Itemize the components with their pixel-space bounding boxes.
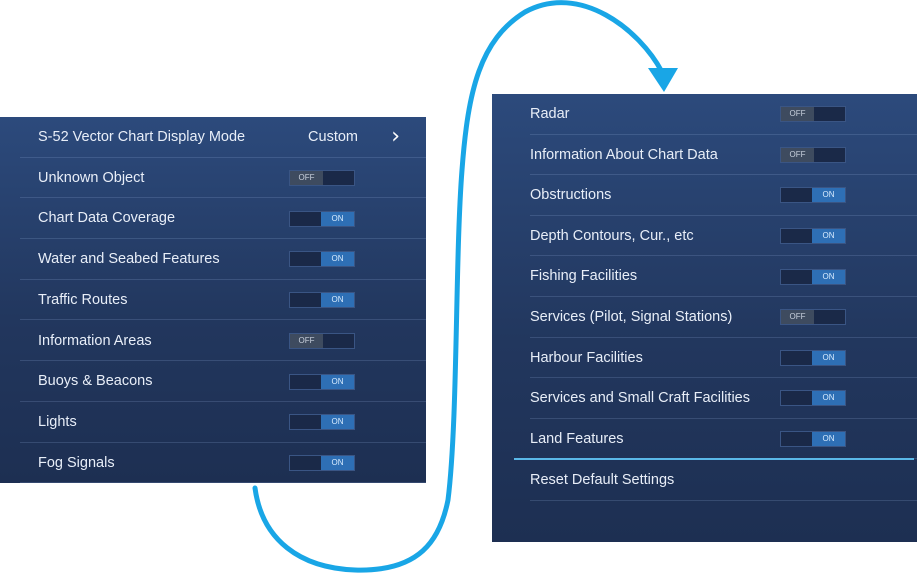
toggle-state-label: ON: [321, 211, 354, 226]
reset-default-settings-button[interactable]: Reset Default Settings: [530, 460, 917, 501]
toggle-state-label: ON: [812, 350, 845, 365]
toggle-switch[interactable]: OFF: [289, 332, 355, 349]
setting-row-traffic-routes[interactable]: Traffic Routes ON: [20, 280, 426, 321]
toggle-switch[interactable]: OFF: [289, 170, 355, 187]
setting-label: Depth Contours, Cur., etc: [530, 227, 694, 244]
toggle-state-label: ON: [321, 374, 354, 389]
toggle-switch[interactable]: ON: [780, 187, 846, 204]
setting-row-water-and-seabed-features[interactable]: Water and Seabed Features ON: [20, 239, 426, 280]
setting-label: Water and Seabed Features: [38, 251, 220, 268]
setting-label: Traffic Routes: [38, 291, 128, 308]
toggle-state-label: ON: [321, 455, 354, 470]
setting-row-services-pilot-signal-stations[interactable]: Services (Pilot, Signal Stations) OFF: [530, 297, 917, 338]
toggle-state-label: OFF: [290, 171, 323, 186]
setting-row-chart-data-coverage[interactable]: Chart Data Coverage ON: [20, 198, 426, 240]
setting-value: Custom: [308, 129, 358, 145]
setting-label: Fog Signals: [38, 454, 115, 471]
setting-label: Land Features: [530, 430, 624, 447]
setting-label: S-52 Vector Chart Display Mode: [38, 129, 246, 145]
toggle-switch[interactable]: ON: [289, 251, 355, 268]
toggle-switch[interactable]: ON: [289, 210, 355, 227]
setting-label: Chart Data Coverage: [38, 210, 176, 227]
toggle-switch[interactable]: OFF: [780, 146, 846, 163]
toggle-state-label: OFF: [781, 107, 814, 122]
toggle-switch[interactable]: ON: [780, 349, 846, 366]
setting-row-fishing-facilities[interactable]: Fishing Facilities ON: [530, 256, 917, 297]
chevron-right-icon[interactable]: ›: [391, 124, 400, 149]
setting-row-obstructions[interactable]: Obstructions ON: [530, 175, 917, 216]
toggle-state-label: ON: [321, 415, 354, 430]
toggle-switch[interactable]: ON: [289, 454, 355, 471]
toggle-state-label: OFF: [781, 147, 814, 162]
setting-row-land-features[interactable]: Land Features ON: [530, 419, 917, 460]
toggle-switch[interactable]: ON: [289, 292, 355, 309]
toggle-state-label: ON: [812, 229, 845, 244]
setting-row-radar[interactable]: Radar OFF: [530, 94, 917, 135]
toggle-switch[interactable]: OFF: [780, 106, 846, 123]
setting-row-information-areas[interactable]: Information Areas OFF: [20, 321, 426, 362]
setting-label: Radar: [530, 106, 570, 122]
selection-accent-line: [514, 458, 914, 461]
toggle-state-label: ON: [321, 293, 354, 308]
setting-label: Obstructions: [530, 187, 612, 204]
reset-label: Reset Default Settings: [530, 472, 675, 489]
toggle-switch[interactable]: ON: [780, 390, 846, 407]
setting-row-harbour-facilities[interactable]: Harbour Facilities ON: [530, 338, 917, 379]
setting-label: Lights: [38, 413, 77, 430]
toggle-switch[interactable]: ON: [289, 414, 355, 431]
setting-label: Services and Small Craft Facilities: [530, 390, 750, 407]
toggle-state-label: OFF: [290, 333, 323, 348]
toggle-state-label: OFF: [781, 310, 814, 325]
setting-label: Fishing Facilities: [530, 268, 638, 285]
toggle-switch[interactable]: ON: [780, 431, 846, 448]
setting-label: Buoys & Beacons: [38, 373, 153, 390]
toggle-switch[interactable]: ON: [780, 268, 846, 285]
toggle-state-label: ON: [812, 188, 845, 203]
setting-row-fog-signals[interactable]: Fog Signals ON: [20, 443, 426, 484]
toggle-state-label: ON: [812, 432, 845, 447]
setting-label: Unknown Object: [38, 169, 145, 186]
setting-row-depth-contours-cur-etc[interactable]: Depth Contours, Cur., etc ON: [530, 216, 917, 257]
toggle-switch[interactable]: ON: [289, 373, 355, 390]
toggle-state-label: ON: [812, 391, 845, 406]
left-settings-panel: S-52 Vector Chart Display Mode Custom › Unk…: [0, 117, 426, 484]
setting-row-unknown-object[interactable]: Unknown Object OFF: [20, 158, 426, 199]
setting-label: Information Areas: [38, 332, 152, 349]
setting-label: Harbour Facilities: [530, 349, 643, 366]
setting-row-buoys-beacons[interactable]: Buoys & Beacons ON: [20, 361, 426, 402]
setting-label: Services (Pilot, Signal Stations): [530, 309, 733, 325]
toggle-state-label: ON: [812, 269, 845, 284]
setting-row-information-about-chart-data[interactable]: Information About Chart Data OFF: [530, 135, 917, 176]
toggle-switch[interactable]: ON: [780, 228, 846, 245]
setting-row-lights[interactable]: Lights ON: [20, 402, 426, 443]
setting-row-services-and-small-craft-facilities[interactable]: Services and Small Craft Facilities ON: [530, 378, 917, 419]
setting-row-s-52-vector-chart-display-mode[interactable]: S-52 Vector Chart Display Mode Custom ›: [20, 117, 426, 158]
toggle-switch[interactable]: OFF: [780, 309, 846, 326]
toggle-state-label: ON: [321, 252, 354, 267]
setting-label: Information About Chart Data: [530, 146, 718, 163]
